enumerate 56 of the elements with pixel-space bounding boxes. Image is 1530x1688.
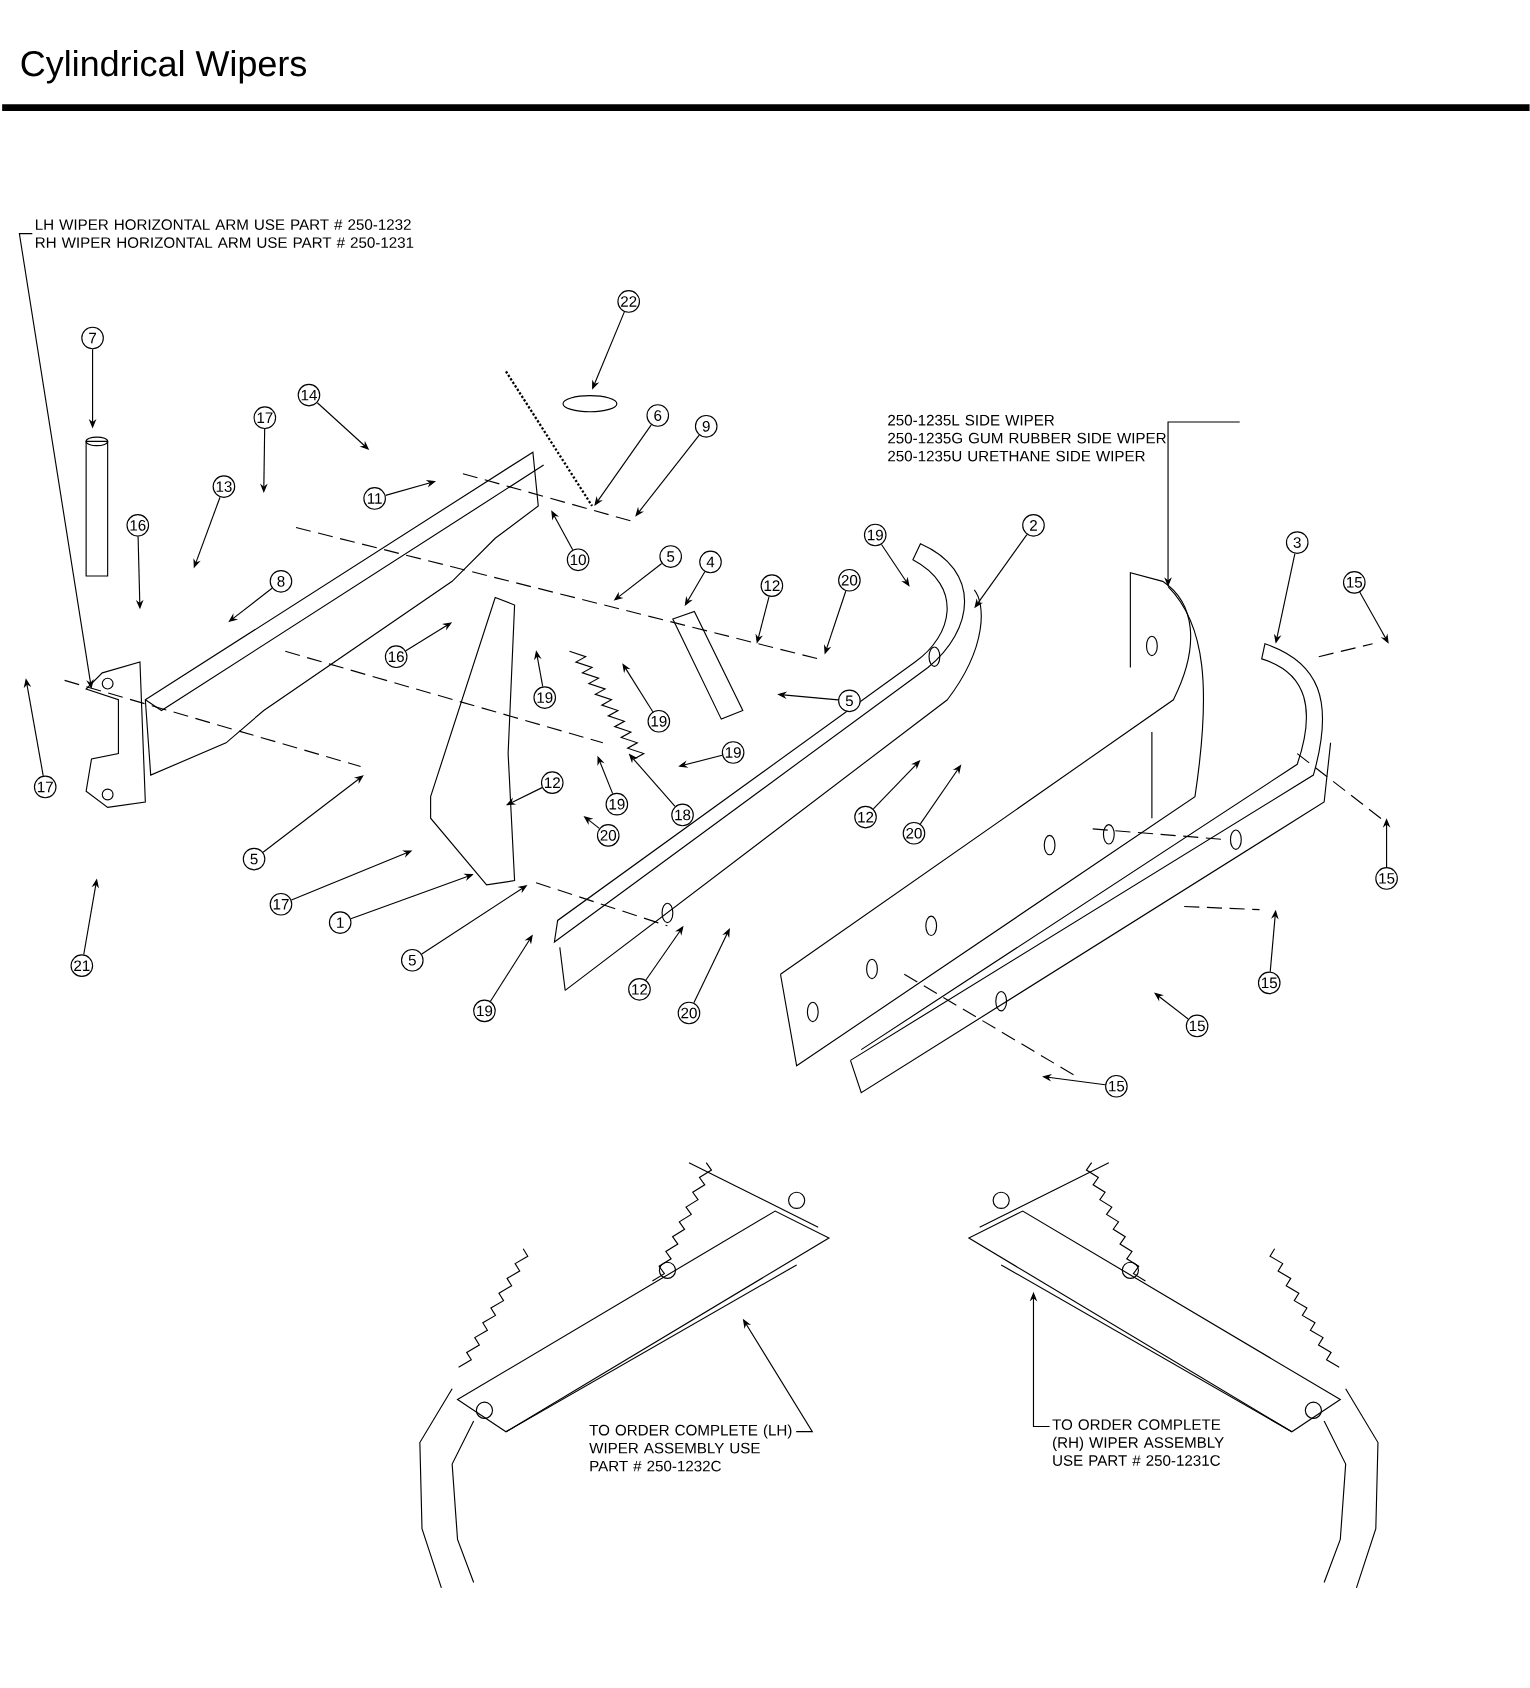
callout-number: 12 xyxy=(760,574,784,597)
callout-number: 5 xyxy=(242,847,266,871)
callout-number: 15 xyxy=(1185,1014,1209,1038)
callout-number: 22 xyxy=(617,290,641,313)
callout-number: 20 xyxy=(597,824,620,847)
leader-line xyxy=(594,424,652,506)
callout-number: 20 xyxy=(677,1001,701,1025)
leader-line xyxy=(1154,992,1189,1020)
callout-number: 8 xyxy=(269,570,293,593)
callout-number: 16 xyxy=(126,514,150,537)
callout-number: 17 xyxy=(34,775,57,799)
callout-number: 12 xyxy=(628,978,651,1001)
leader-line xyxy=(872,760,921,810)
callout-number: 5 xyxy=(838,689,861,713)
callout-number: 19 xyxy=(533,686,557,709)
callout-number: 17 xyxy=(253,406,277,430)
callout-number: 12 xyxy=(854,805,877,829)
callout-number: 15 xyxy=(1105,1074,1128,1098)
leader-line xyxy=(18,233,94,689)
callout-number: 19 xyxy=(864,523,887,547)
callout-number: 9 xyxy=(695,414,718,438)
callout-number: 3 xyxy=(1286,531,1309,554)
callout-number: 15 xyxy=(1375,867,1399,890)
callout-number: 4 xyxy=(699,550,722,574)
leader-line xyxy=(622,663,654,713)
callout-number: 19 xyxy=(647,709,671,733)
callout-number: 5 xyxy=(401,948,424,972)
callout-number: 7 xyxy=(81,326,105,350)
callout-number: 12 xyxy=(541,771,564,794)
callout-number: 13 xyxy=(212,475,236,498)
callout-number: 15 xyxy=(1343,571,1366,594)
leader-line xyxy=(262,775,364,853)
callout-number: 20 xyxy=(838,568,861,592)
callout-number: 17 xyxy=(269,892,293,916)
callout-number: 19 xyxy=(721,741,745,764)
callout-number: 11 xyxy=(363,487,387,510)
callout-number: 14 xyxy=(297,383,321,407)
leader-line xyxy=(635,434,700,517)
callout-number: 20 xyxy=(902,821,926,845)
callout-number: 1 xyxy=(329,911,352,934)
callout-number: 19 xyxy=(473,999,496,1023)
callout-number: 21 xyxy=(70,954,94,977)
callout-number: 5 xyxy=(659,545,683,568)
part-note: 250-1235L SIDE WIPER 250-1235G GUM RUBBER SIDE WIPER 250-1235U URETHANE SIDE WIPER xyxy=(888,414,1166,462)
part-note: TO ORDER COMPLETE (RH) WIPER ASSEMBLY USE PART # 250-1231C xyxy=(1052,1419,1224,1466)
leader-line xyxy=(506,787,543,806)
callout-number: 19 xyxy=(605,792,629,816)
callout-number: 2 xyxy=(1022,514,1045,537)
callout-number: 15 xyxy=(1258,971,1281,995)
callout-number: 10 xyxy=(566,548,590,572)
callout-number: 18 xyxy=(671,803,694,827)
callout-number: 6 xyxy=(646,404,670,427)
part-note: LH WIPER HORIZONTAL ARM USE PART # 250-1232 RH WIPER HORIZONTAL ARM USE PART # 250-1231 xyxy=(36,219,414,248)
part-note: TO ORDER COMPLETE (LH) WIPER ASSEMBLY USE PART # 250-1232C xyxy=(589,1424,792,1472)
callout-number: 16 xyxy=(384,645,408,669)
page-title: Cylindrical Wipers xyxy=(21,50,307,84)
